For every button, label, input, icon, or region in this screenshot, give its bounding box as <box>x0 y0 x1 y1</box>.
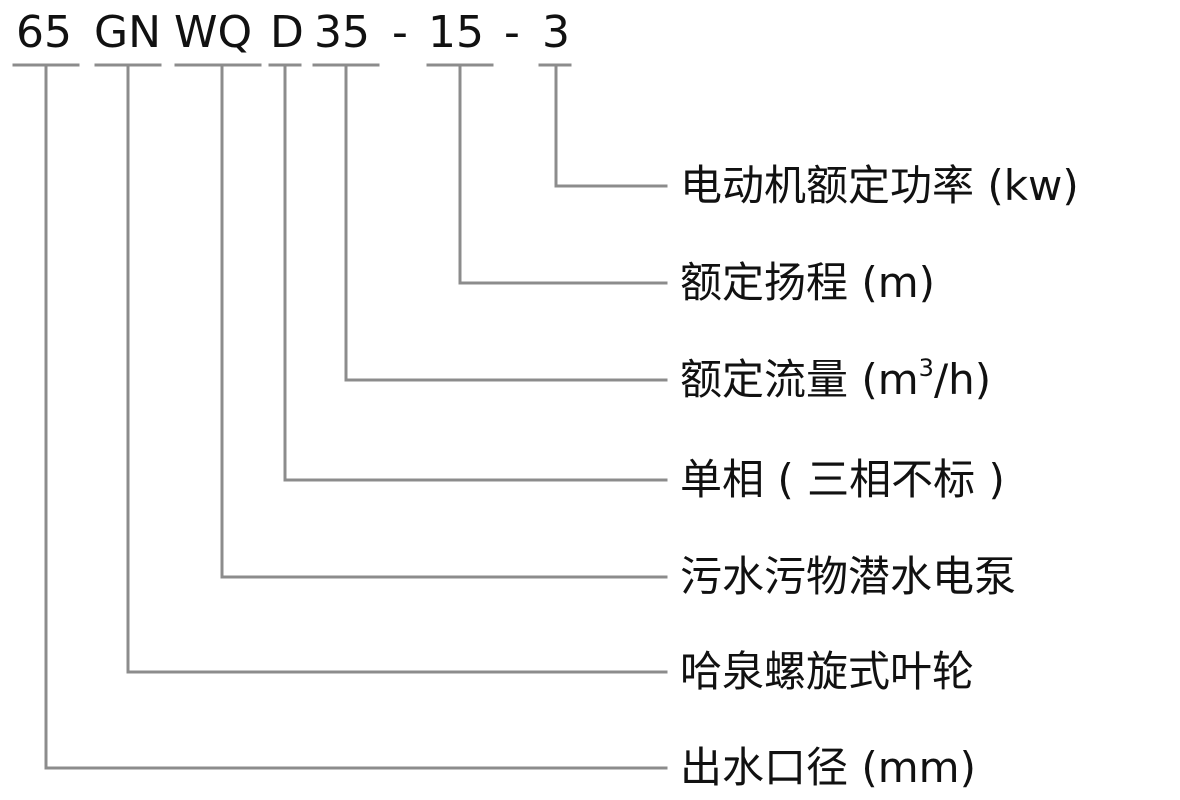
code-segment-outlet: 65 <box>16 7 72 58</box>
desc-rated-flow-tail: /h) <box>933 355 992 404</box>
desc-rated-head: 额定扬程 (m) <box>680 258 936 307</box>
code-segment-flow: 35 <box>314 7 370 58</box>
code-separator-2: - <box>504 7 520 58</box>
desc-motor-power: 电动机额定功率 (kw) <box>680 161 1079 210</box>
desc-phase: 单相 ( 三相不标 ) <box>680 455 1005 504</box>
code-segment-power: 3 <box>542 7 570 58</box>
code-segment-head: 15 <box>428 7 484 58</box>
desc-rated-flow: 额定流量 (m3/h) <box>680 354 991 406</box>
code-segment-phase: D <box>270 7 304 58</box>
code-segment-impeller: GN <box>94 7 162 58</box>
desc-rated-flow-main: 额定流量 (m <box>680 355 919 404</box>
desc-rated-flow-exponent: 3 <box>918 354 934 382</box>
desc-outlet-diameter: 出水口径 (mm) <box>680 743 976 792</box>
code-separator-1: - <box>392 7 408 58</box>
desc-pump-type: 污水污物潜水电泵 <box>680 552 1017 601</box>
code-segment-pump-type: WQ <box>174 7 253 58</box>
desc-impeller: 哈泉螺旋式叶轮 <box>680 647 975 696</box>
